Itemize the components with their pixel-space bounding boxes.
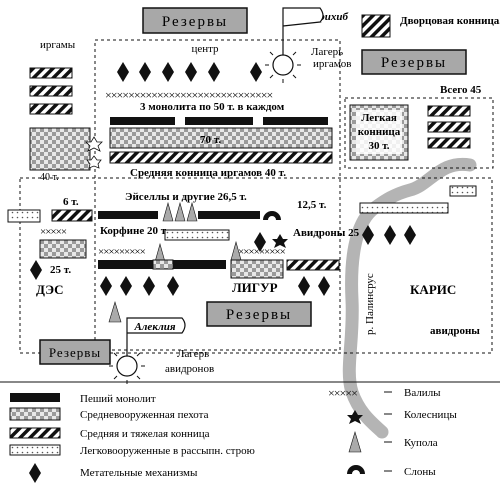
dome-1 <box>162 201 174 222</box>
chariot-star <box>272 234 288 248</box>
legend-chariots: Колесницы <box>404 409 457 421</box>
light-cav-label-1: Легкая <box>361 112 397 124</box>
ligur-infantry <box>230 259 284 279</box>
korfine-light-1 <box>164 229 230 241</box>
ramparts-korfine: ××××××××× <box>98 246 146 258</box>
legend-domes: Купола <box>404 437 438 449</box>
light-infantry-strip-right <box>359 202 449 214</box>
karis-label: КАРИС <box>410 282 456 297</box>
seventy-label: 70 т. <box>200 134 221 146</box>
legend-medium-infantry: Средневооруженная пехота <box>80 409 209 421</box>
dome-star-left <box>85 136 103 169</box>
legend-throwing-machines: Метательные механизмы <box>80 467 198 479</box>
svg-text:Резервы: Резервы <box>162 14 228 30</box>
light-infantry-right-small <box>449 185 477 197</box>
twentyfive-label: 25 т. <box>50 264 71 276</box>
palace-cav-right-1 <box>427 105 471 117</box>
reserves-box-right: Резервы <box>361 49 467 75</box>
irgam-cavalry-2 <box>29 85 73 97</box>
eiselly-monolith-right <box>198 211 260 219</box>
reserves-box-top: Резервы <box>142 7 248 34</box>
avidrony-label: авидроны <box>430 325 480 337</box>
ramparts-des: ××××× <box>40 226 67 238</box>
svg-text:×××××: ××××× <box>328 386 357 400</box>
palace-cavalry-unit <box>361 14 391 38</box>
camp-avid-label-2: авидронов <box>165 363 214 375</box>
legend-foot-monolith: Пеший монолит <box>80 393 156 405</box>
six-label: 6 т. <box>63 196 79 208</box>
river-label: р. Палинсрус <box>364 273 376 335</box>
light-infantry-left <box>7 209 41 223</box>
des-machine <box>30 260 42 280</box>
aleklia-camp-marker <box>109 317 186 384</box>
light-cav-label-3: 30 т. <box>368 140 389 152</box>
ligur-label: ЛИГУР <box>232 280 278 295</box>
total45-label: Всего 45 <box>440 84 482 96</box>
korfine-label: Корфине 20 т. <box>100 225 168 237</box>
irgam-cavalry-1 <box>29 67 73 79</box>
palace-cav-right-3 <box>427 137 471 149</box>
forty-label: 40 т. <box>40 172 59 183</box>
medium-cavalry-block <box>109 151 333 164</box>
legend-elephants: Слоны <box>404 466 436 478</box>
avidrony25-label: Авидроны 25 <box>293 227 360 239</box>
tharikhib-camp-marker <box>265 7 324 83</box>
svg-text:Резервы: Резервы <box>226 307 292 323</box>
monolith-3 <box>263 117 328 125</box>
reserves-box-left: Резервы <box>39 339 111 365</box>
legend: Пеший монолит Средневооруженная пехота С… <box>9 386 457 483</box>
des-label: ДЭС <box>36 282 63 297</box>
dome-3 <box>186 201 198 222</box>
irgam-cavalry-3 <box>29 103 73 115</box>
monolith-2 <box>185 117 253 125</box>
twelve-label: 12,5 т. <box>297 199 327 211</box>
palace-cavalry-label: Дворцовая конница. 30 т. <box>400 15 500 27</box>
centre-label: центр <box>191 43 219 55</box>
medium-cav-label: Средняя конница иргамов 40 т. <box>130 167 286 179</box>
right-deployment-area <box>344 97 494 169</box>
irgam-infantry-block <box>29 127 91 171</box>
light-cav-label-2: конница <box>358 126 401 138</box>
aleklia-label: Алеклия <box>133 321 175 333</box>
centre-deployment-area <box>94 39 341 351</box>
ramparts-avidron: ××××××××× <box>238 246 286 258</box>
throwing-machines-top <box>117 62 262 82</box>
des-infantry <box>39 239 87 259</box>
dome-5 <box>154 242 166 263</box>
monolith-1 <box>110 117 175 125</box>
eiselly-label: Эйселлы и другие 26,5 т. <box>125 191 247 203</box>
palace-cav-right-2 <box>427 121 471 133</box>
river <box>342 157 477 439</box>
camp-avid-label-1: Лагерь <box>177 348 209 360</box>
dome-6 <box>108 300 122 323</box>
legend-light-infantry: Легковооруженные в рассыпн. строю <box>80 445 255 457</box>
elephant-icon <box>263 211 281 220</box>
camp-irgam-label-1: Лагерь <box>311 46 343 58</box>
irgamy-label: иргамы <box>40 39 76 51</box>
legend-ramparts: Валилы <box>404 387 441 399</box>
svg-text:Резервы: Резервы <box>381 55 447 71</box>
ligur-check-small <box>152 259 174 270</box>
infantry-70-block <box>109 127 333 149</box>
camp-irgam-label-2: иргамов <box>313 58 351 70</box>
monoliths-label: 3 монолита по 50 т. в каждом <box>140 101 285 113</box>
legend-medium-heavy-cav: Средняя и тяжелая конница <box>80 428 210 440</box>
main-deployment-area <box>19 177 493 354</box>
ramparts-row-top: ××××××××××××××××××××××××××××× <box>105 88 272 102</box>
ligur-cavalry <box>286 259 340 271</box>
svg-text:Резервы: Резервы <box>49 345 101 360</box>
eiselly-monolith-left <box>98 211 158 219</box>
dome-2 <box>174 201 186 222</box>
reserves-box-centre: Резервы <box>206 301 312 327</box>
cavalry-left-small <box>51 209 93 222</box>
